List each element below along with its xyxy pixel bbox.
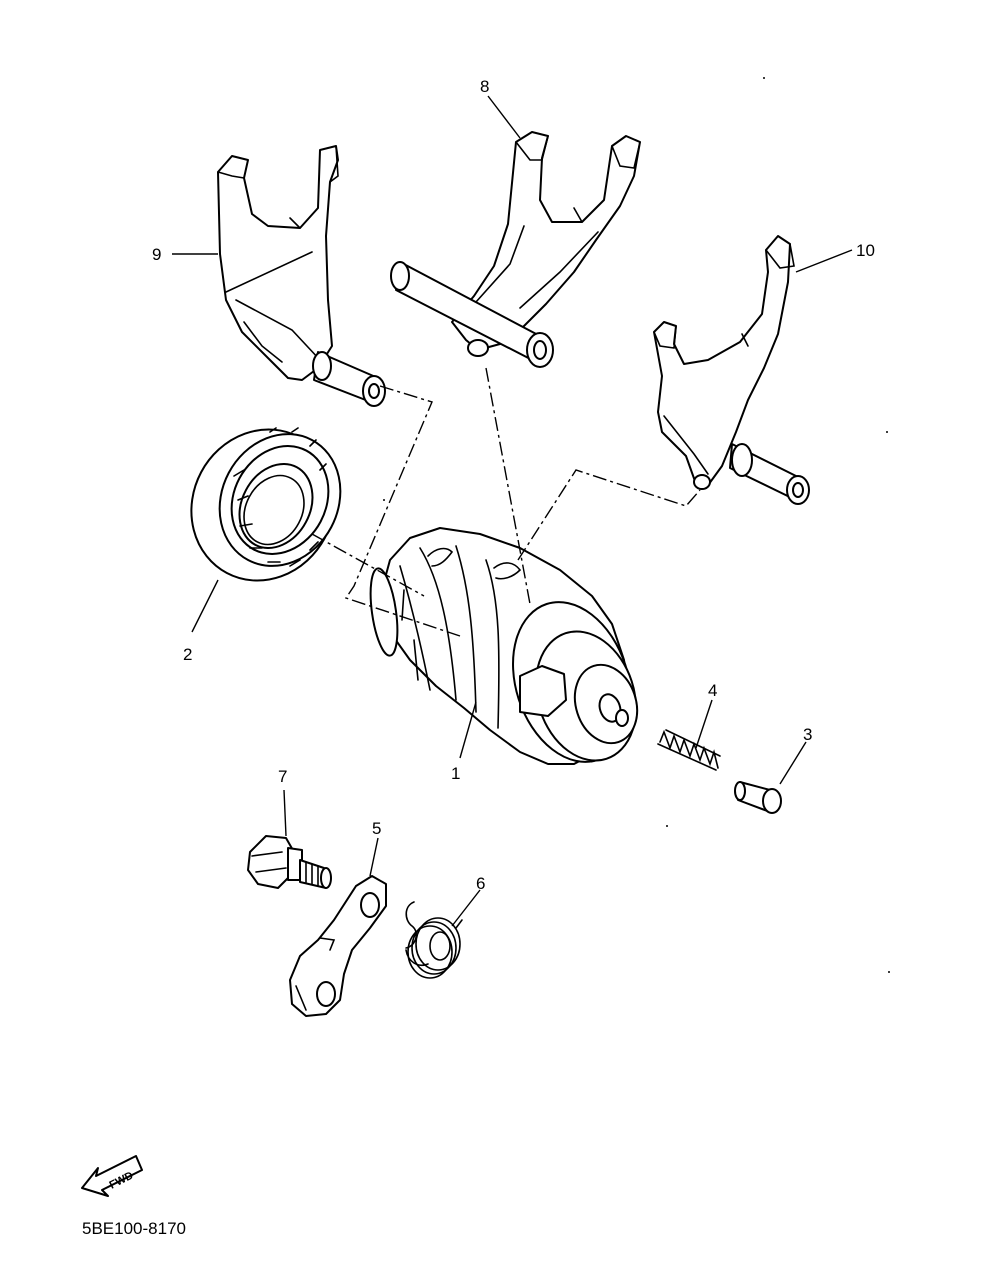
callout-7: 7 <box>278 767 287 786</box>
stopper-lever-5[interactable] <box>289 875 387 1017</box>
scan-specks <box>383 77 890 973</box>
reference-lines <box>311 367 701 637</box>
pin-3[interactable] <box>734 781 782 814</box>
callout-5: 5 <box>372 819 381 838</box>
callout-3: 3 <box>803 725 812 744</box>
callout-4: 4 <box>708 681 717 700</box>
bolt-7[interactable] <box>247 835 332 889</box>
bearing-2[interactable] <box>165 404 363 606</box>
diagram-code: 5BE100-8170 <box>82 1219 186 1238</box>
leader-lines <box>172 95 853 927</box>
callout-2: 2 <box>183 645 192 664</box>
callout-9: 9 <box>152 245 161 264</box>
shift-fork-8[interactable] <box>390 131 641 368</box>
spring-4[interactable] <box>615 709 721 771</box>
shift-fork-9[interactable] <box>217 145 386 407</box>
callout-6: 6 <box>476 874 485 893</box>
callout-8: 8 <box>480 77 489 96</box>
shift-fork-10[interactable] <box>653 235 810 505</box>
torsion-spring-6[interactable] <box>405 901 463 979</box>
callout-1: 1 <box>451 764 460 783</box>
callout-10: 10 <box>856 241 875 260</box>
forward-direction-arrow: FWD <box>81 1155 143 1197</box>
shift-drum-1[interactable] <box>366 527 652 777</box>
